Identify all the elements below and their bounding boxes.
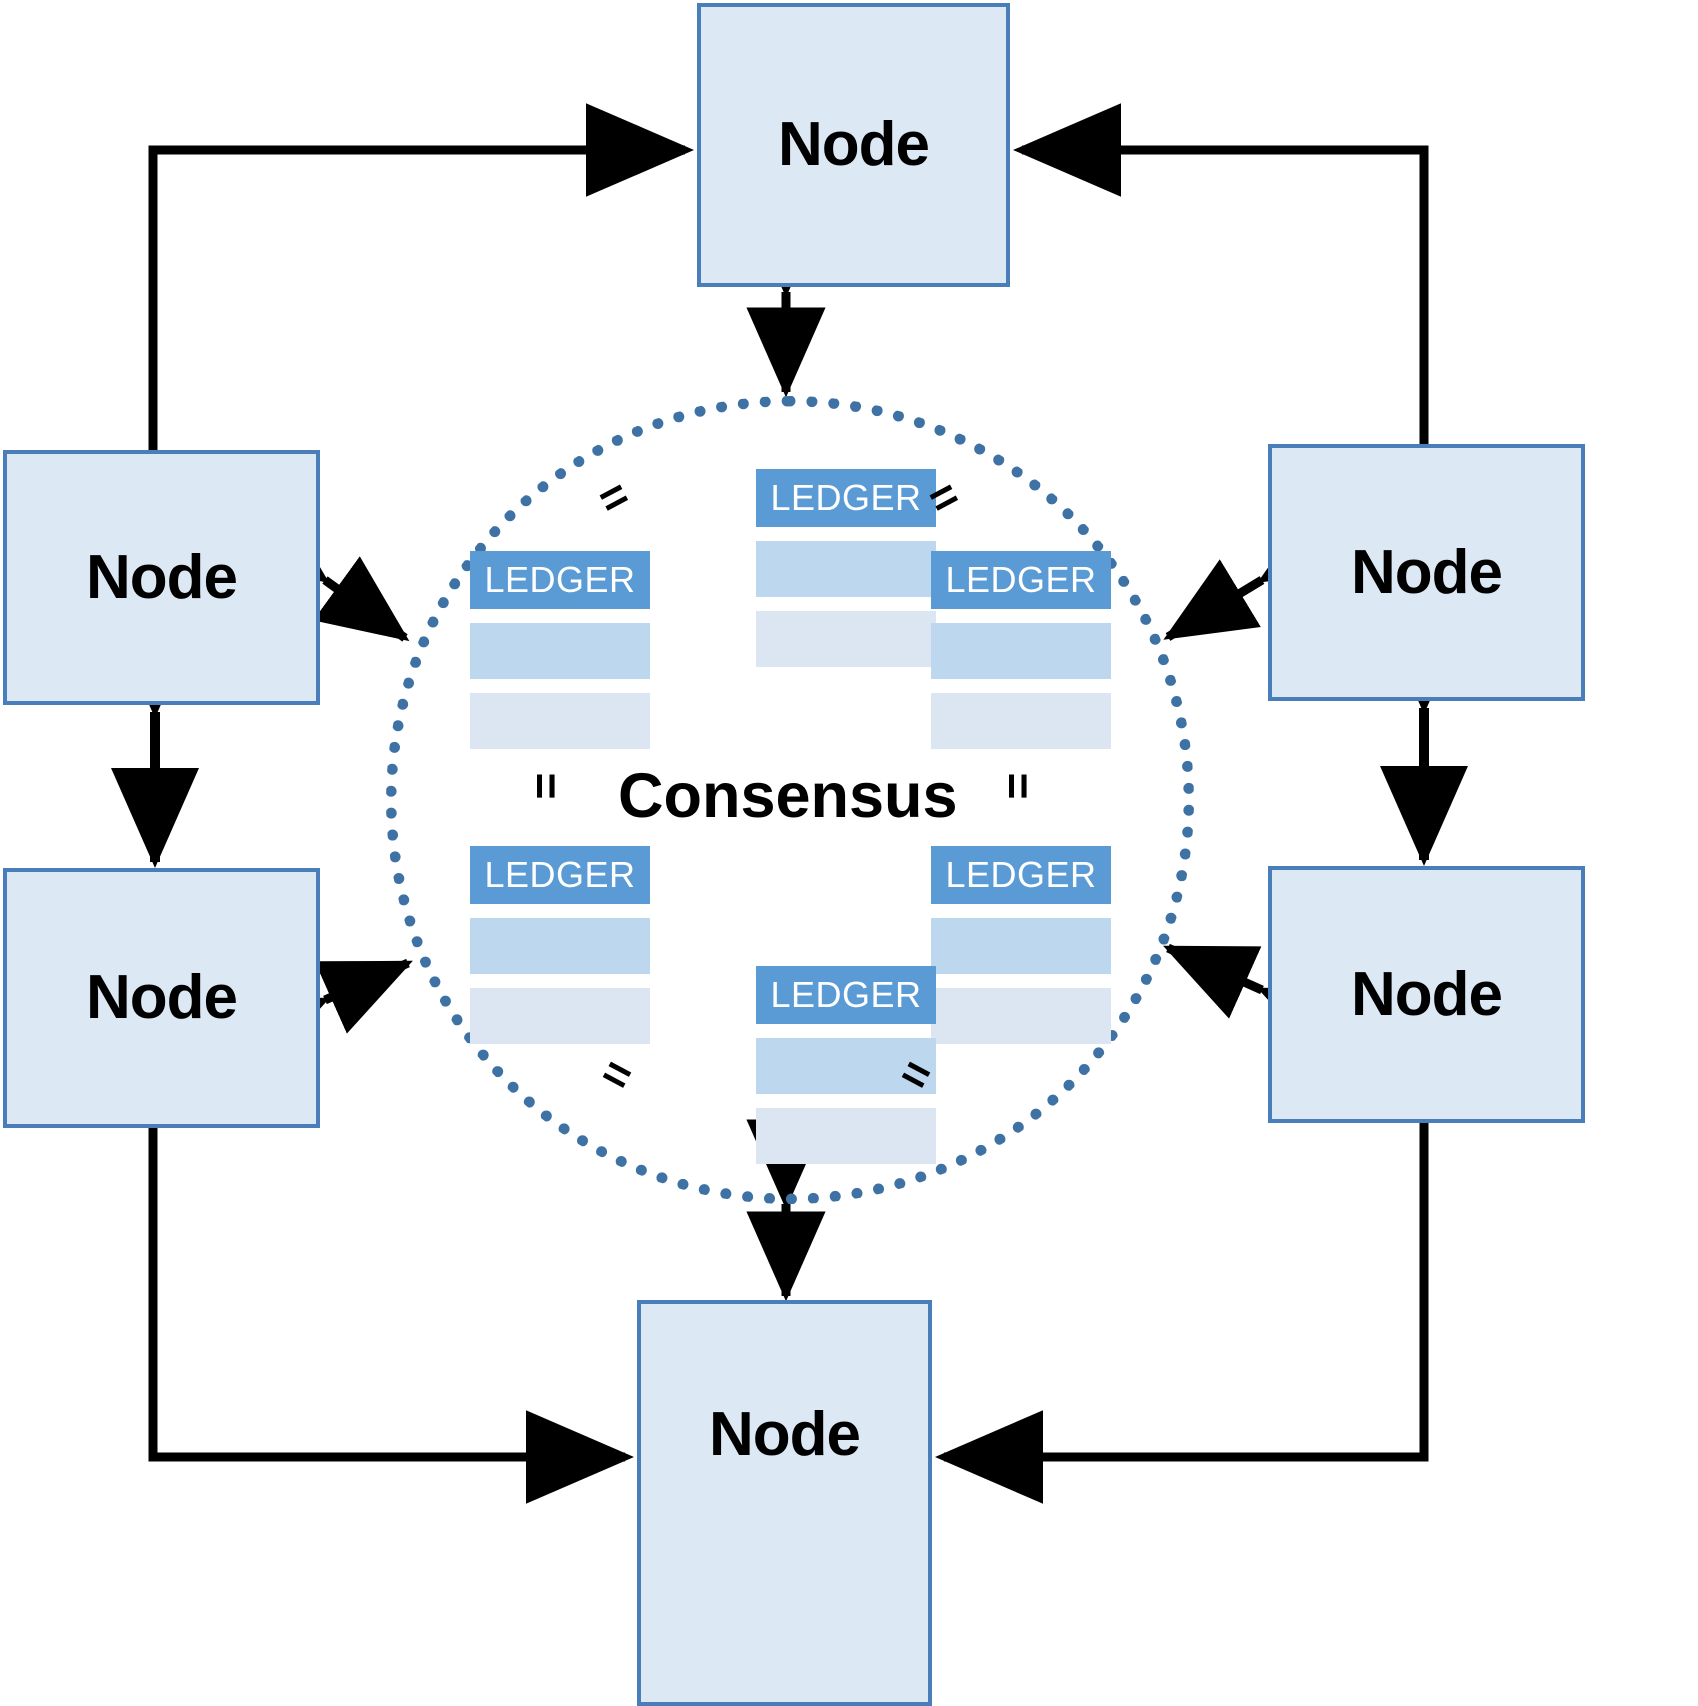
node-label: Node [86,542,238,612]
ledger-card-bottom[interactable]: LEDGER [756,966,936,1164]
node-label: Node [86,963,238,1032]
ledger-row-2 [756,1108,936,1164]
ledger-row-1 [931,918,1111,974]
ledger-row-1 [470,918,650,974]
ledger-card-left-lower[interactable]: LEDGER [470,846,650,1044]
ledger-header: LEDGER [470,846,650,904]
node-label: Node [709,1400,861,1469]
ledger-header: LEDGER [931,846,1111,904]
ledger-row-1 [470,623,650,679]
conn-right-lower-to-bottom [935,1024,1471,1504]
ledger-row-2 [931,693,1111,749]
node-box-bottom[interactable]: Node [637,1300,932,1706]
ledger-card-left-upper[interactable]: LEDGER [470,551,650,749]
node-box-top[interactable]: Node [697,3,1010,287]
node-label: Node [1351,537,1503,607]
ledger-row-2 [470,693,650,749]
equals-mark-mid-right: = [992,772,1045,800]
node-box-right-upper[interactable]: Node [1268,444,1585,701]
ledger-row-1 [756,541,936,597]
consensus-circle [386,396,1194,1204]
node-box-left-lower[interactable]: Node [3,868,320,1128]
conn-right-upper-to-top [1013,103,1471,543]
ledger-row-2 [470,988,650,1044]
ledger-header: LEDGER [756,966,936,1024]
node-box-left-upper[interactable]: Node [3,450,320,705]
consensus-label: Consensus [618,761,958,831]
ledger-row-2 [756,611,936,667]
ledger-row-2 [931,988,1111,1044]
ledger-card-right-upper[interactable]: LEDGER [931,551,1111,749]
conn-left-lower-to-bottom [106,1029,634,1504]
conn-left-upper-to-circle [233,498,410,642]
ledger-header: LEDGER [931,551,1111,609]
ledger-card-right-lower[interactable]: LEDGER [931,846,1111,1044]
ledger-header: LEDGER [470,551,650,609]
equals-mark-mid-left: = [520,772,573,800]
ledger-card-top[interactable]: LEDGER [756,469,936,667]
ledger-row-1 [756,1038,936,1094]
conn-right-upper-to-circle [1163,502,1355,641]
conn-right-lower-to-circle [1163,943,1356,1061]
conn-left-upper-to-top [106,103,694,549]
ledger-row-1 [931,623,1111,679]
node-label: Node [778,110,930,179]
ledger-header: LEDGER [756,469,936,527]
node-label: Node [1351,959,1503,1029]
node-box-right-lower[interactable]: Node [1268,866,1585,1123]
conn-left-lower-to-circle [231,958,413,1071]
